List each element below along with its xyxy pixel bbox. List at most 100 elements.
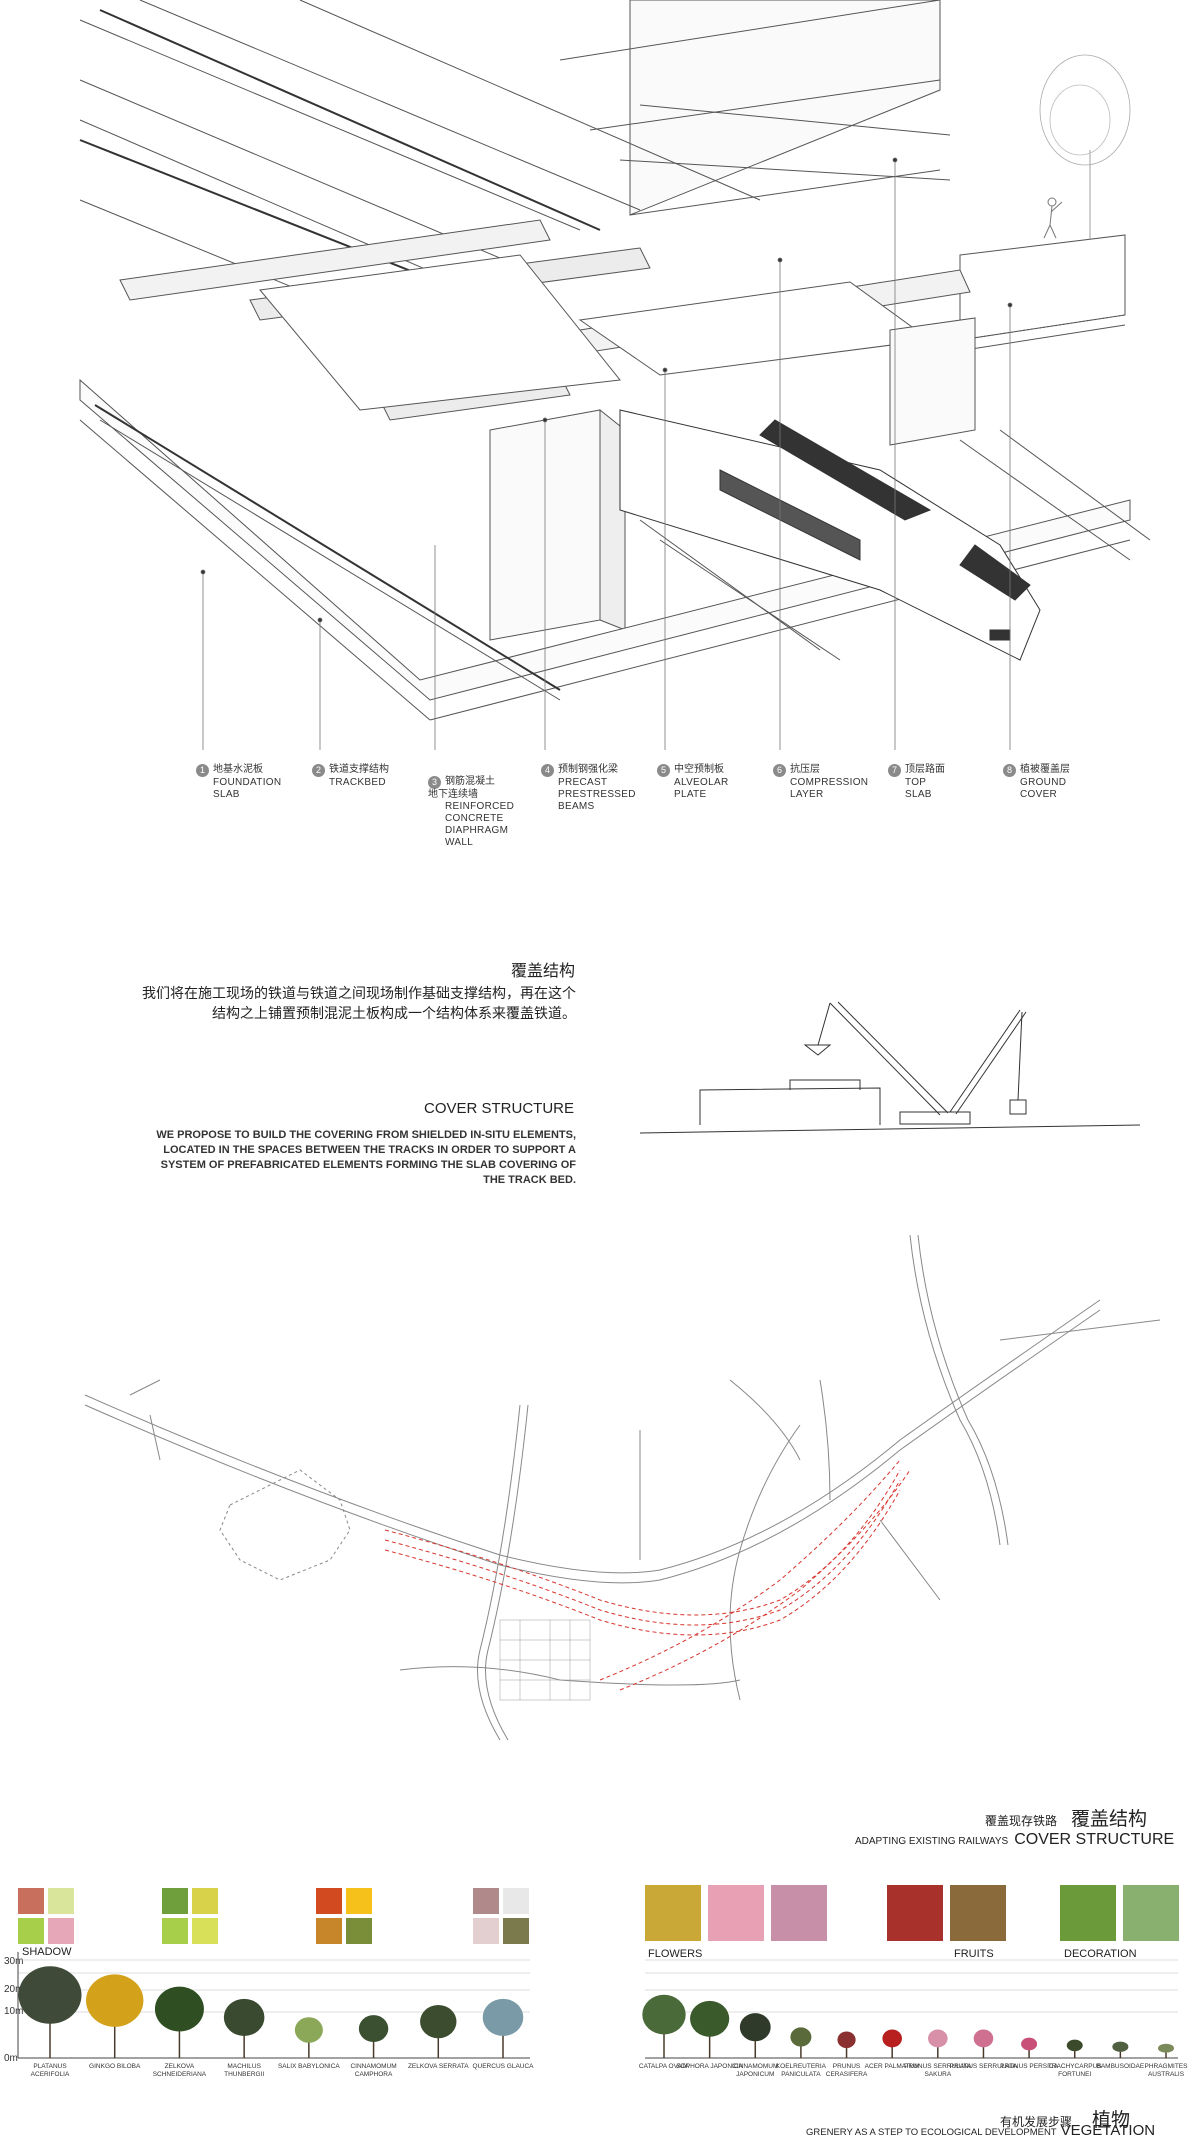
legend-number: 3: [428, 776, 441, 789]
legend-label-en: TOP SLAB: [905, 777, 932, 800]
tree-species-label: KOELREUTERIA PANICULATA: [775, 2063, 827, 2078]
tree-crown: [882, 2029, 902, 2048]
tree-species-label: PRUNUS PERSICA: [1000, 2063, 1058, 2070]
ground-cover-block: [959, 234, 1126, 341]
tree-crown: [642, 1994, 686, 2035]
cover-body-cn: 我们将在施工现场的铁道与铁道之间现场制作基础支撑结构，再在这个结构之上铺置预制混…: [142, 986, 576, 1022]
cover-title-cn: 覆盖结构: [510, 961, 575, 980]
legend-label-cn: 中空预制板: [674, 764, 724, 775]
fruit-photo-red: [887, 1885, 943, 1941]
tree-species-label: TRACHYCARPUS FORTUNEI: [1047, 2063, 1102, 2078]
decoration-photo-green: [1060, 1885, 1116, 1941]
legend-label-cn: 顶层路面: [905, 764, 945, 775]
color-swatch: [473, 1918, 499, 1944]
person-sketch: [1043, 197, 1063, 239]
flower-photo-pink: [708, 1885, 764, 1941]
tree-species-label: CINNAMOMUM CAMPHORA: [350, 2063, 397, 2078]
axis-label-0m: 0m: [4, 2053, 18, 2064]
alveolar-plate: [259, 254, 621, 411]
cover-title-en: COVER STRUCTURE: [423, 1100, 574, 1117]
tree-species-label: ZELKOVA SCHNEIDERIANA: [152, 2063, 207, 2078]
foundation-slab: [79, 378, 1131, 701]
tree-species-label: PLATANUS ACERIFOLIA: [30, 2063, 70, 2078]
color-swatch: [162, 1888, 188, 1914]
tree-crown: [86, 1974, 144, 2027]
legend-item-top-slab: 7 顶层路面 TOP SLAB: [888, 764, 998, 801]
color-swatch: [18, 1918, 44, 1944]
legend-label-cn: 地基水泥板: [213, 764, 263, 775]
legend-label-en: ALVEOLAR PLATE: [674, 777, 729, 800]
map-caption-big-cn: 覆盖结构: [1071, 1808, 1148, 1830]
tree-species-label: PRUNUS SERRULATA SAKURA: [904, 2063, 972, 2078]
precast-beam: [119, 219, 551, 301]
vegetation-caption-small-cn: 有机发展步骤: [1000, 2115, 1073, 2129]
tree-crown: [1021, 2037, 1038, 2051]
flowers-label: FLOWERS: [648, 1948, 703, 1960]
legend-label-en: TRACKBED: [329, 777, 386, 788]
train-illustration: [619, 409, 1041, 661]
tree-crown: [482, 1998, 524, 2036]
tree-species-label: CATALPA OVATA: [638, 2063, 690, 2070]
axis-label-20m: 20m: [4, 1984, 24, 1995]
axis-label-30m: 30m: [4, 1956, 24, 1967]
color-swatch: [316, 1918, 342, 1944]
tree-species-label: SALIX BABYLONICA: [277, 2063, 340, 2070]
structure-axonometric-drawing: [79, 0, 1151, 750]
color-swatch: [48, 1918, 74, 1944]
map-caption-cn: 覆盖现存铁路覆盖结构: [985, 1804, 1147, 1831]
flower-photo-blossom: [771, 1885, 827, 1941]
tree-crown: [790, 2027, 812, 2047]
legend-number: 5: [657, 764, 670, 777]
map-caption-small-cn: 覆盖现存铁路: [985, 1814, 1058, 1828]
legend-number: 2: [312, 764, 325, 777]
decoration-label: DECORATION: [1064, 1948, 1137, 1960]
vegetation-caption-small-en: GRENERY AS A STEP TO ECOLOGICAL DEVELOPM…: [806, 2127, 1057, 2138]
vegetation-caption-cn: 有机发展步骤植物: [1000, 2105, 1130, 2132]
tree-sketch: [1039, 54, 1131, 240]
color-swatch: [48, 1888, 74, 1914]
tree-species-label: PRUNUS CERASIFERA: [825, 2063, 868, 2078]
tree-species-label: CINNAMOMUM JAPONICUM: [732, 2063, 779, 2078]
tree-crown: [223, 1998, 265, 2036]
color-swatch: [192, 1918, 218, 1944]
shadow-label: SHADOW: [22, 1946, 72, 1958]
legend-number: 6: [773, 764, 786, 777]
color-swatch: [192, 1888, 218, 1914]
tree-species-label: SOPHORA JAPONICA: [676, 2063, 743, 2070]
vegetation-caption-big-en: VEGETATION: [1060, 2122, 1156, 2139]
hatched-cover-zone: [499, 1619, 591, 1701]
tree-species-label: BAMBUSOIDAE: [1096, 2063, 1145, 2070]
legend-label-cn: 预制钢强化梁: [558, 764, 618, 775]
legend-label-cn: 钢筋混凝土 地下连续墙: [428, 776, 495, 800]
legend-label-en: REINFORCED CONCRETE DIAPHRAGM WALL: [445, 801, 515, 848]
legend-item-trackbed: 2 铁道支撑结构 TRACKBED: [312, 764, 422, 789]
tree-species-label: GINKGO BILOBA: [89, 2063, 141, 2070]
cover-body-en: WE PROPOSE TO BUILD THE COVERING FROM SH…: [156, 1129, 576, 1186]
tree-crown: [154, 1986, 204, 2032]
color-swatch: [503, 1888, 529, 1914]
flower-photo-yellow: [645, 1885, 701, 1941]
tree-crown: [928, 2029, 948, 2048]
tree-crown: [837, 2031, 856, 2049]
legend-label-cn: 铁道支撑结构: [329, 764, 389, 775]
legend-label-en: FOUNDATION SLAB: [213, 777, 282, 800]
tree-crown: [739, 2013, 771, 2042]
covered-track-area: [384, 1459, 911, 1691]
tree-crown: [358, 2015, 389, 2043]
tree-crown: [1112, 2041, 1129, 2052]
fruit-photo-orange: [950, 1885, 1006, 1941]
color-swatch: [473, 1888, 499, 1914]
map-caption-big-en: COVER STRUCTURE: [1014, 1831, 1175, 1848]
legend-label-en: COMPRESSION LAYER: [790, 777, 869, 800]
legend-label-cn: 植被覆盖层: [1020, 764, 1070, 775]
tree-species-label: QUERCUS GLAUCA: [472, 2063, 534, 2070]
legend-number: 8: [1003, 764, 1016, 777]
legend-number: 7: [888, 764, 901, 777]
tree-crown: [18, 1966, 82, 2024]
tree-crown: [294, 2017, 323, 2043]
tree-crown: [690, 2000, 730, 2037]
